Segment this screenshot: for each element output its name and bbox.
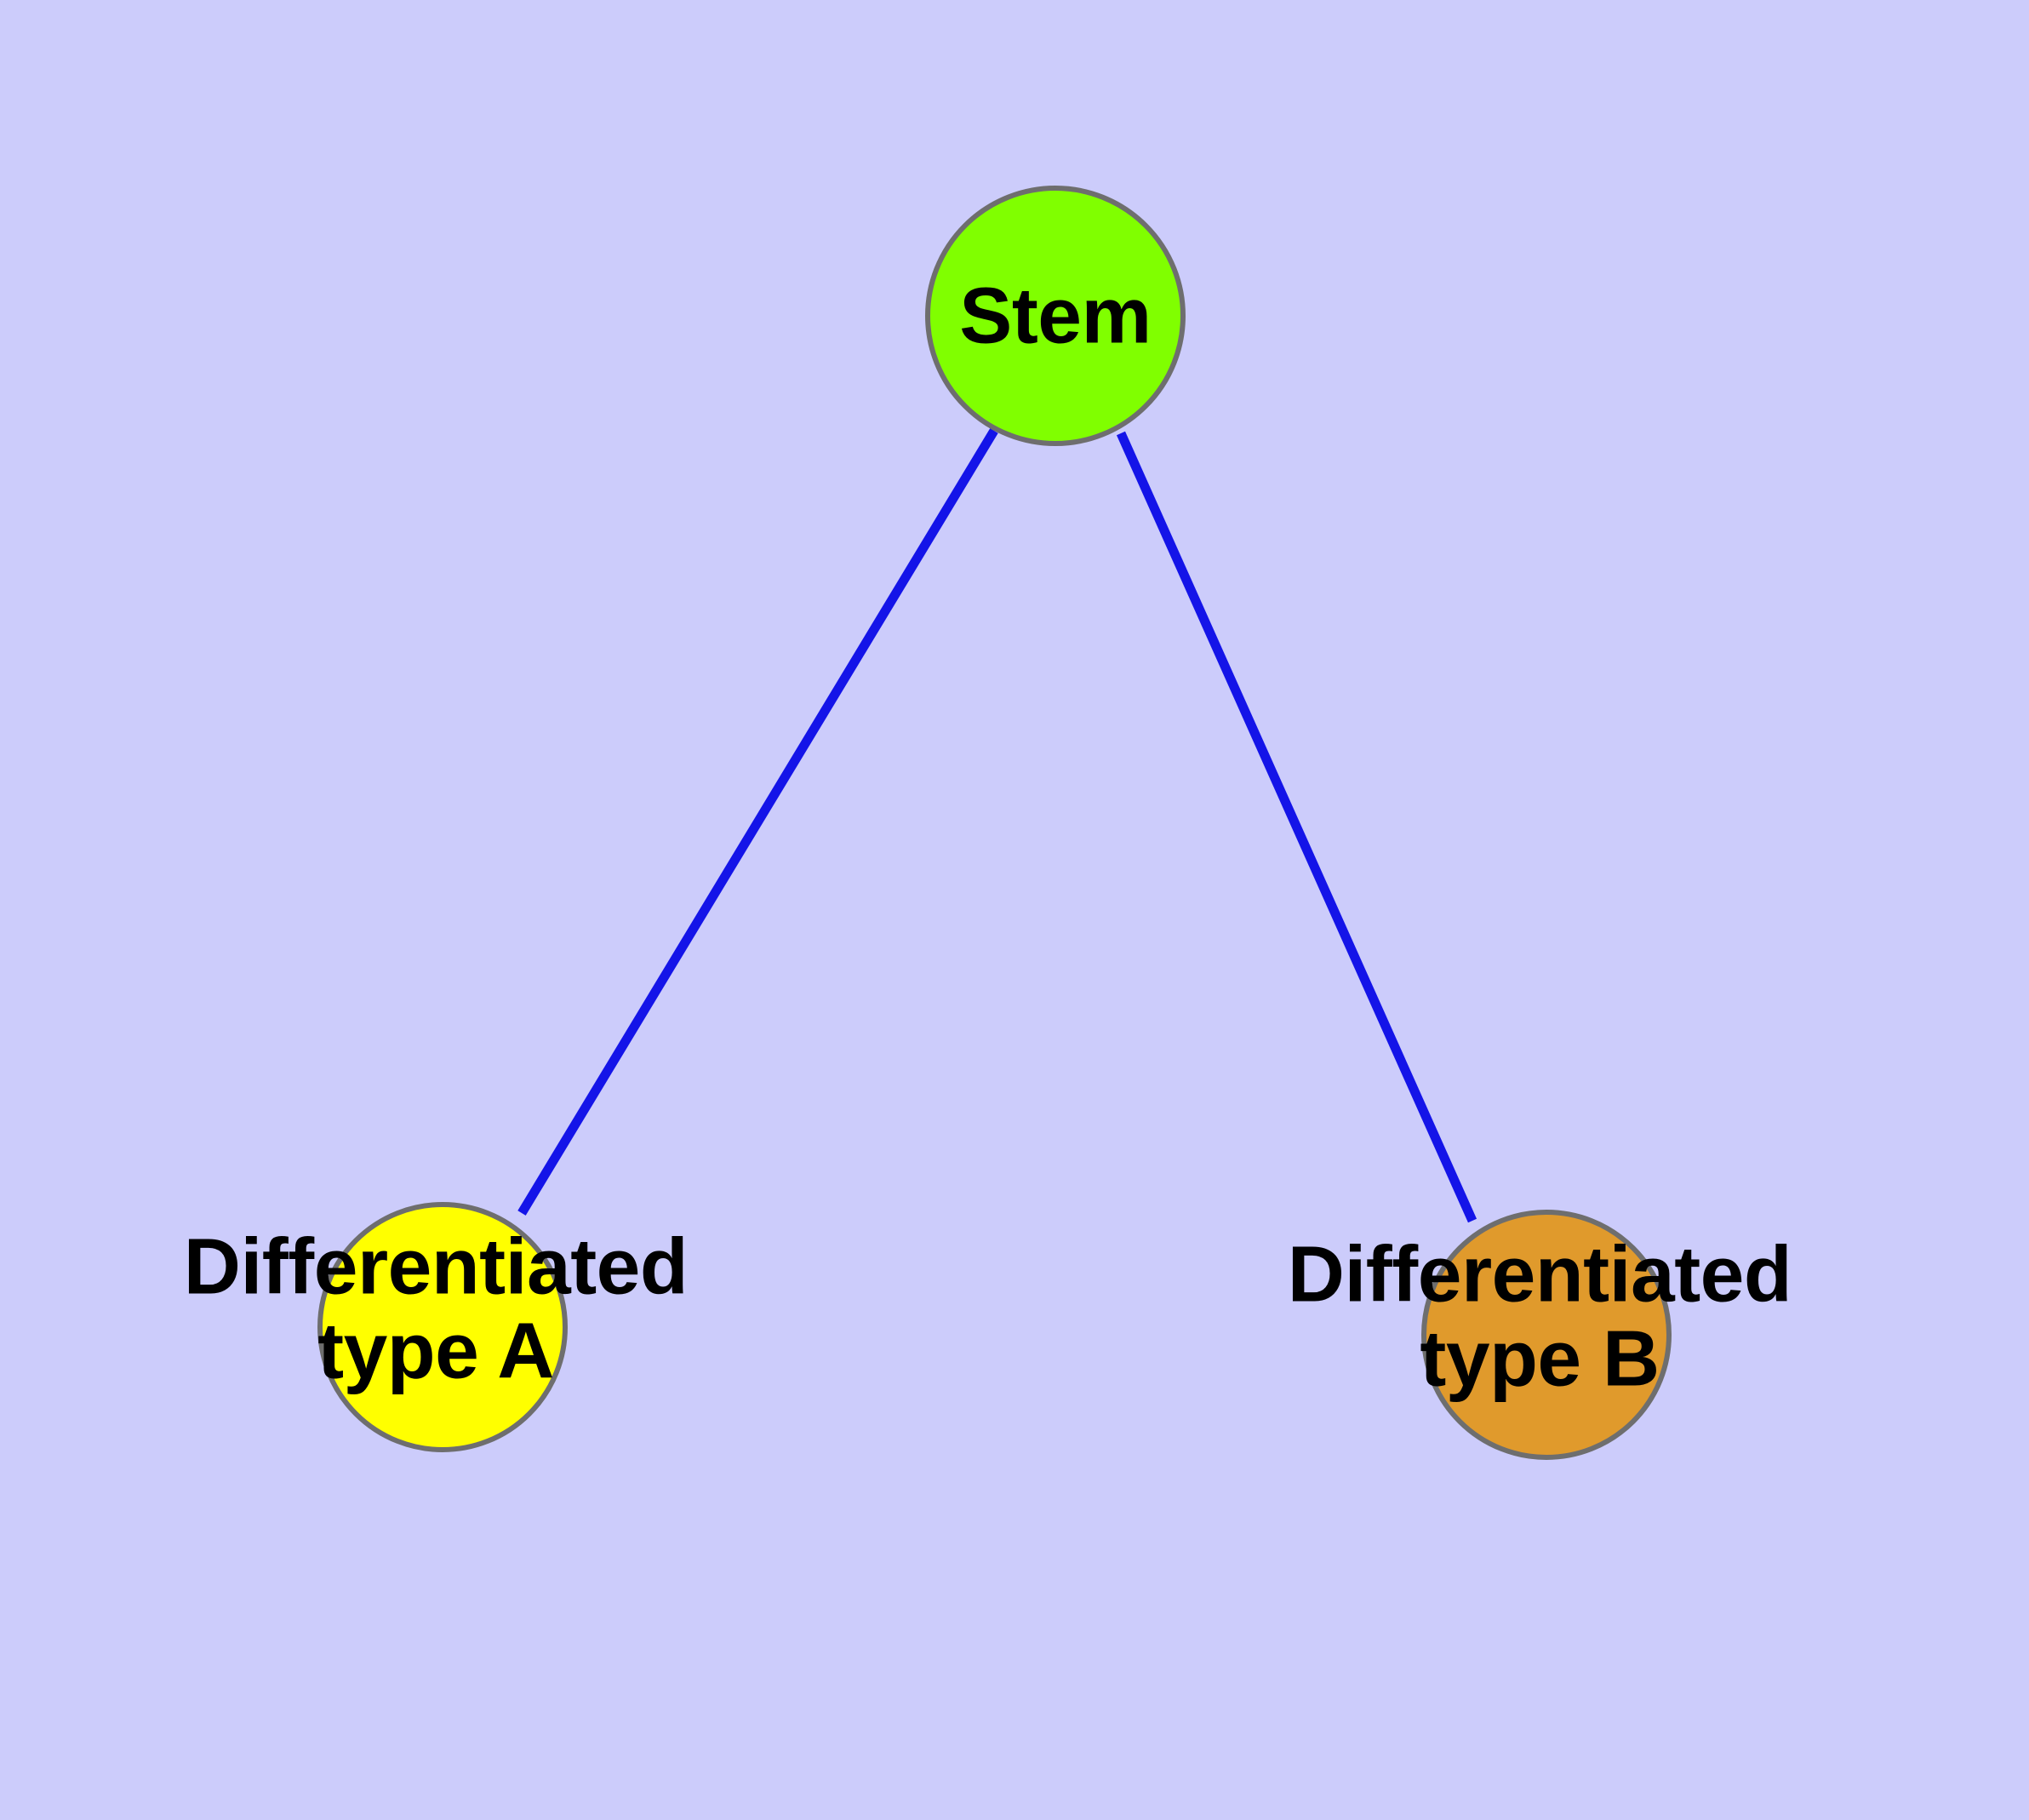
node-differentiated-type-b-label: Differentiated type B [1287,1229,1792,1402]
node-differentiated-type-a[interactable]: Differentiated type A [184,1202,689,1452]
node-stem-label: Stem [959,271,1152,360]
node-differentiated-type-a-label: Differentiated type A [183,1222,689,1394]
edge-stem-to-diff-b[interactable] [1116,431,1477,1223]
edge-stem-to-diff-a[interactable] [517,428,998,1216]
node-differentiated-type-b[interactable]: Differentiated type B [1288,1210,1792,1460]
node-stem[interactable]: Stem [925,186,1186,446]
